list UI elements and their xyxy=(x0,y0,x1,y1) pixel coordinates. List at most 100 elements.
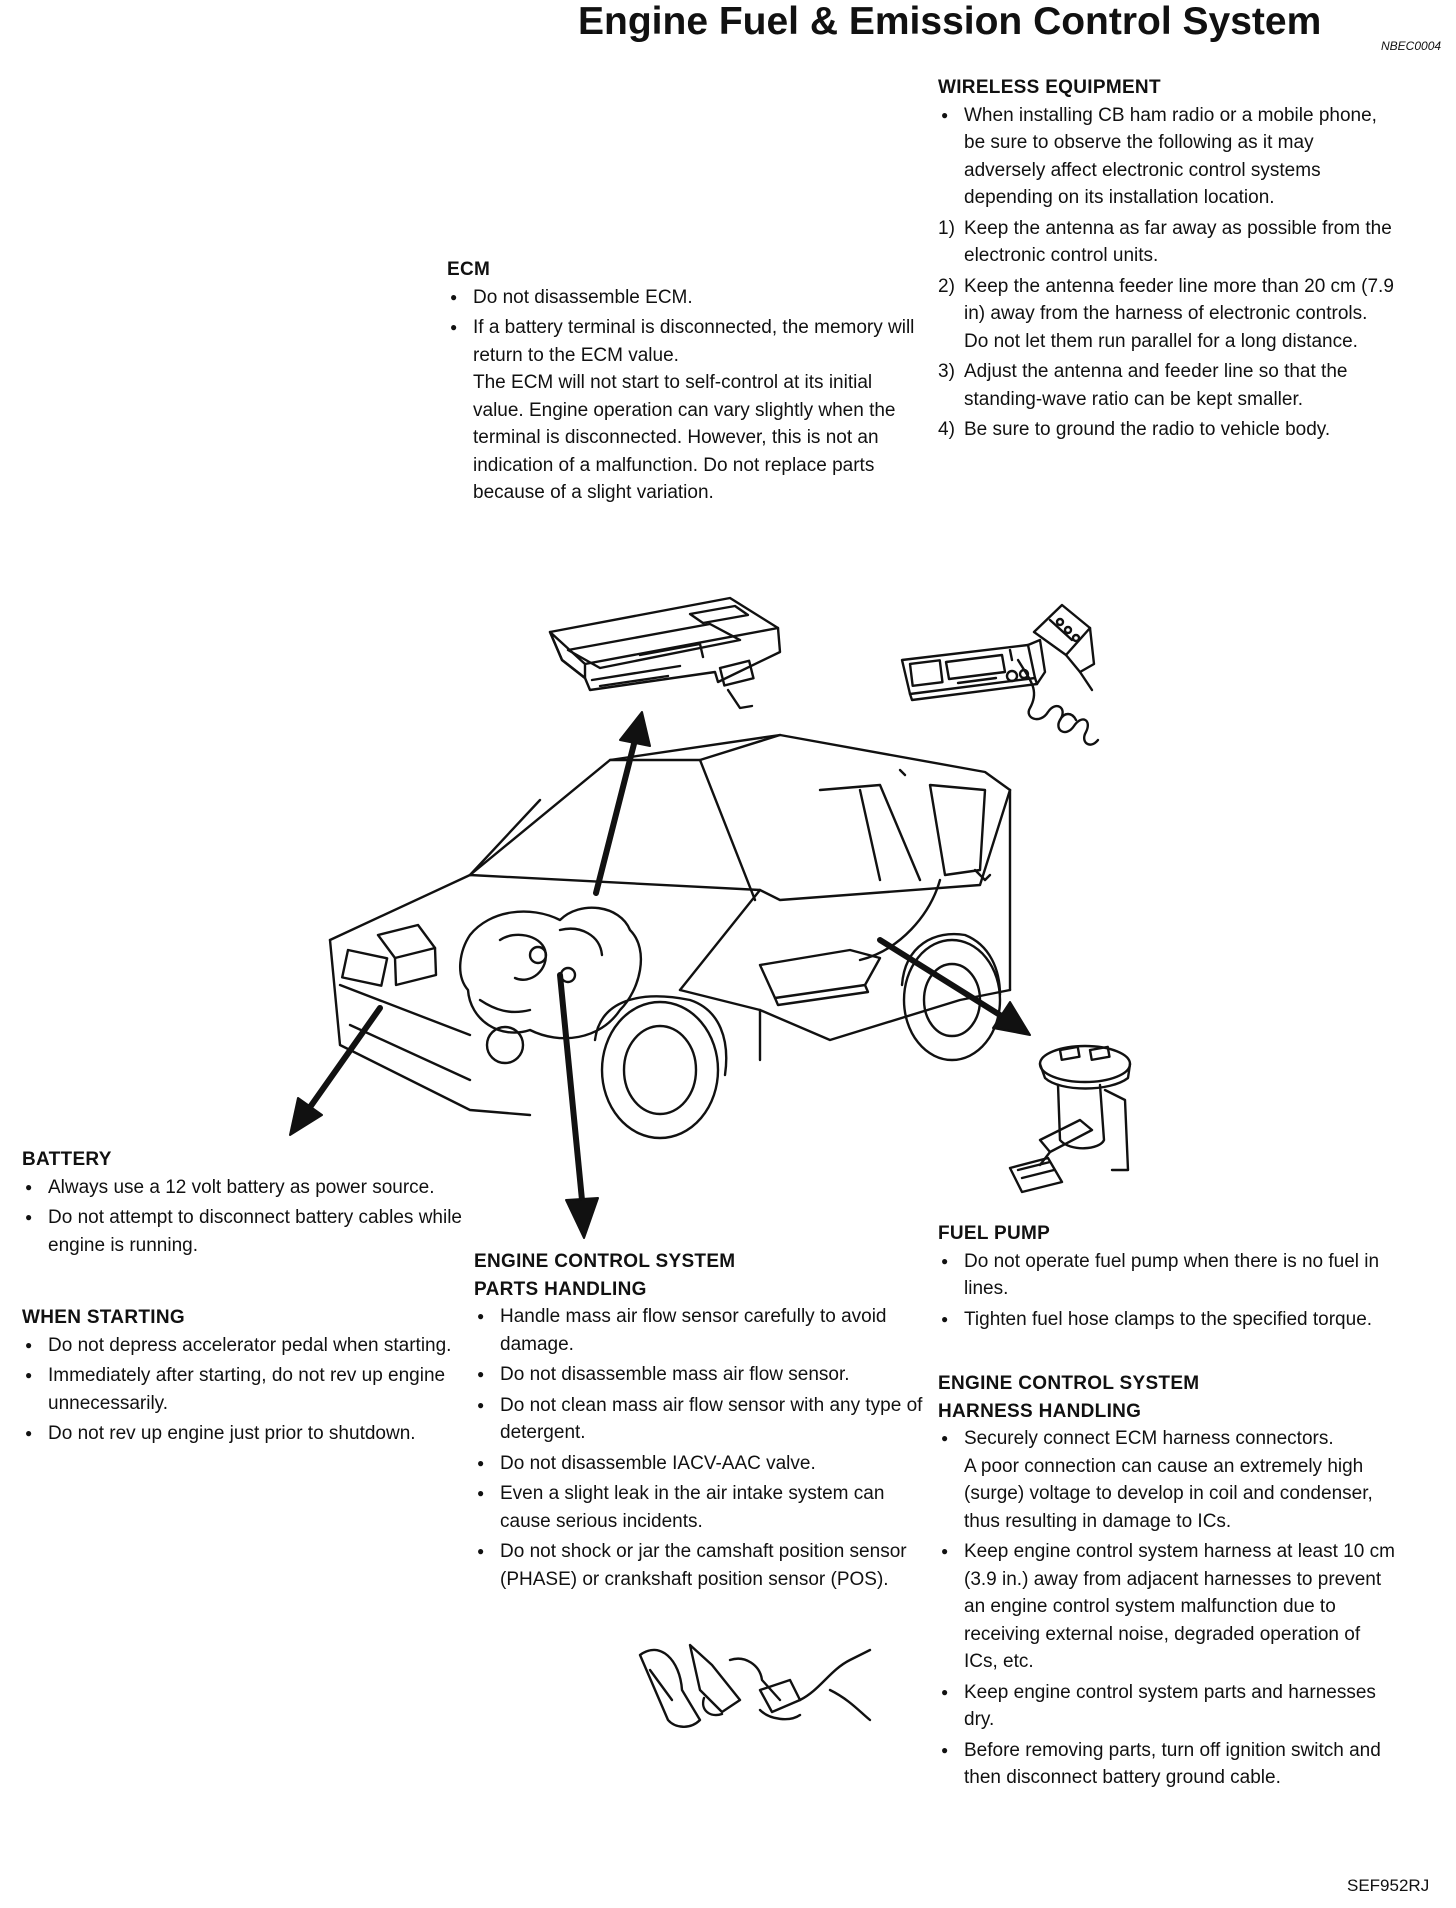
step-number: 4) xyxy=(938,419,955,440)
starting-list: Do not depress accelerator pedal when st… xyxy=(22,1332,470,1448)
parts-heading-line2: PARTS HANDLING xyxy=(474,1278,647,1300)
ecm-heading: ECM xyxy=(447,259,491,280)
bullet-icon xyxy=(938,1737,960,1767)
when-starting-section: WHEN STARTING Do not depress accelerator… xyxy=(22,1304,470,1448)
battery-list: Always use a 12 volt battery as power so… xyxy=(22,1174,462,1260)
list-item: 2) Keep the antenna feeder line more tha… xyxy=(938,273,1398,356)
list-item: Do not depress accelerator pedal when st… xyxy=(22,1332,470,1360)
item-text: Keep engine control system harness at le… xyxy=(964,1541,1395,1672)
wireless-heading: WIRELESS EQUIPMENT xyxy=(938,77,1161,98)
parts-list: Handle mass air flow sensor carefully to… xyxy=(474,1303,932,1593)
bullet-icon xyxy=(22,1362,44,1392)
item-note: A poor connection can cause an extremely… xyxy=(964,1455,1373,1532)
wireless-intro-text: When installing CB ham radio or a mobile… xyxy=(964,104,1377,209)
fuelpump-list: Do not operate fuel pump when there is n… xyxy=(938,1248,1398,1334)
step-text: Keep the antenna feeder line more than 2… xyxy=(964,275,1394,325)
radio-unit-drawing xyxy=(900,603,1100,746)
section-code: NBEC0004 xyxy=(1381,39,1442,53)
item-text: If a battery terminal is disconnected, t… xyxy=(473,317,915,366)
step-text: Be sure to ground the radio to vehicle b… xyxy=(964,419,1331,440)
battery-heading: BATTERY xyxy=(22,1149,112,1170)
fuel-pump-drawing xyxy=(1008,1044,1132,1194)
fuel-pump-section: FUEL PUMP Do not operate fuel pump when … xyxy=(938,1220,1398,1333)
bullet-icon xyxy=(938,1306,960,1336)
bullet-icon xyxy=(474,1480,496,1510)
callout-arrows xyxy=(289,711,1031,1239)
list-item: Do not shock or jar the camshaft positio… xyxy=(474,1538,932,1593)
list-item: If a battery terminal is disconnected, t… xyxy=(447,314,917,507)
bullet-icon xyxy=(447,314,469,344)
list-item: Do not operate fuel pump when there is n… xyxy=(938,1248,1398,1303)
ecm-section: ECM Do not disassemble ECM. If a battery… xyxy=(447,256,917,507)
starting-heading: WHEN STARTING xyxy=(22,1307,185,1328)
list-item: 1) Keep the antenna as far away as possi… xyxy=(938,215,1398,270)
list-item: Tighten fuel hose clamps to the specifie… xyxy=(938,1306,1398,1334)
item-text: Do not disassemble IACV-AAC valve. xyxy=(500,1452,816,1474)
ecm-unit-drawing xyxy=(548,596,782,710)
item-text: Even a slight leak in the air intake sys… xyxy=(500,1483,885,1532)
bullet-icon xyxy=(474,1361,496,1391)
step-number: 3) xyxy=(938,361,955,382)
list-item: 4) Be sure to ground the radio to vehicl… xyxy=(938,416,1398,444)
figure-code: SEF952RJ xyxy=(1347,1876,1430,1895)
step-number: 1) xyxy=(938,217,955,239)
bullet-icon xyxy=(474,1450,496,1480)
bullet-icon xyxy=(474,1392,496,1422)
item-text: Do not depress accelerator pedal when st… xyxy=(48,1334,452,1356)
item-text: Immediately after starting, do not rev u… xyxy=(48,1365,446,1414)
connector-handling-drawing xyxy=(638,1643,872,1728)
list-item: Even a slight leak in the air intake sys… xyxy=(474,1480,932,1535)
list-item: Always use a 12 volt battery as power so… xyxy=(22,1174,462,1202)
list-item: Securely connect ECM harness connectors.… xyxy=(938,1425,1398,1535)
battery-section: BATTERY Always use a 12 volt battery as … xyxy=(22,1146,462,1259)
item-text: Securely connect ECM harness connectors. xyxy=(964,1428,1334,1449)
list-item: Do not clean mass air flow sensor with a… xyxy=(474,1392,932,1447)
wireless-intro-list: When installing CB ham radio or a mobile… xyxy=(938,102,1398,212)
bullet-icon xyxy=(22,1420,44,1450)
bullet-icon xyxy=(938,1248,960,1278)
list-item: Do not attempt to disconnect battery cab… xyxy=(22,1204,462,1259)
item-text: Do not clean mass air flow sensor with a… xyxy=(500,1394,923,1444)
item-text: Do not rev up engine just prior to shutd… xyxy=(48,1423,416,1444)
item-text: Always use a 12 volt battery as power so… xyxy=(48,1176,435,1198)
bullet-icon xyxy=(474,1538,496,1568)
list-item: When installing CB ham radio or a mobile… xyxy=(938,102,1398,212)
step-text: Adjust the antenna and feeder line so th… xyxy=(964,361,1348,410)
vehicle-body-drawing xyxy=(328,733,1012,1140)
bullet-icon xyxy=(938,102,960,132)
harness-list: Securely connect ECM harness connectors.… xyxy=(938,1425,1398,1792)
bullet-icon xyxy=(938,1425,960,1455)
item-text: Tighten fuel hose clamps to the specifie… xyxy=(964,1308,1373,1330)
parts-heading-line1: ENGINE CONTROL SYSTEM xyxy=(474,1251,736,1272)
item-text: Do not operate fuel pump when there is n… xyxy=(964,1250,1380,1300)
bullet-icon xyxy=(447,284,469,314)
harness-heading-line1: ENGINE CONTROL SYSTEM xyxy=(938,1373,1200,1394)
list-item: Keep engine control system parts and har… xyxy=(938,1679,1398,1734)
bullet-icon xyxy=(474,1303,496,1333)
page-title: Engine Fuel & Emission Control System xyxy=(578,0,1322,43)
ecm-list: Do not disassemble ECM. If a battery ter… xyxy=(447,284,917,507)
bullet-icon xyxy=(938,1538,960,1568)
wireless-equipment-section: WIRELESS EQUIPMENT When installing CB ha… xyxy=(938,74,1398,444)
item-text: Handle mass air flow sensor carefully to… xyxy=(500,1306,887,1355)
fuelpump-heading: FUEL PUMP xyxy=(938,1223,1051,1244)
bullet-icon xyxy=(22,1204,44,1234)
bullet-icon xyxy=(938,1679,960,1709)
item-text: Do not attempt to disconnect battery cab… xyxy=(48,1207,463,1256)
wireless-steps-list: 1) Keep the antenna as far away as possi… xyxy=(938,215,1398,444)
bullet-icon xyxy=(22,1332,44,1362)
item-text: Do not disassemble ECM. xyxy=(473,286,693,308)
item-text: Do not disassemble mass air flow sensor. xyxy=(500,1364,850,1385)
harness-handling-section: ENGINE CONTROL SYSTEM HARNESS HANDLING S… xyxy=(938,1370,1398,1792)
list-item: Keep engine control system harness at le… xyxy=(938,1538,1398,1676)
bullet-icon xyxy=(22,1174,44,1204)
parts-handling-section: ENGINE CONTROL SYSTEM PARTS HANDLING Han… xyxy=(474,1248,932,1593)
step-text: Keep the antenna as far away as possible… xyxy=(964,217,1392,267)
item-text: Before removing parts, turn off ignition… xyxy=(964,1739,1381,1789)
item-note: The ECM will not start to self-control a… xyxy=(473,372,896,503)
harness-heading-line2: HARNESS HANDLING xyxy=(938,1400,1142,1422)
list-item: Do not rev up engine just prior to shutd… xyxy=(22,1420,470,1448)
item-text: Keep engine control system parts and har… xyxy=(964,1681,1376,1731)
list-item: Do not disassemble ECM. xyxy=(447,284,917,312)
